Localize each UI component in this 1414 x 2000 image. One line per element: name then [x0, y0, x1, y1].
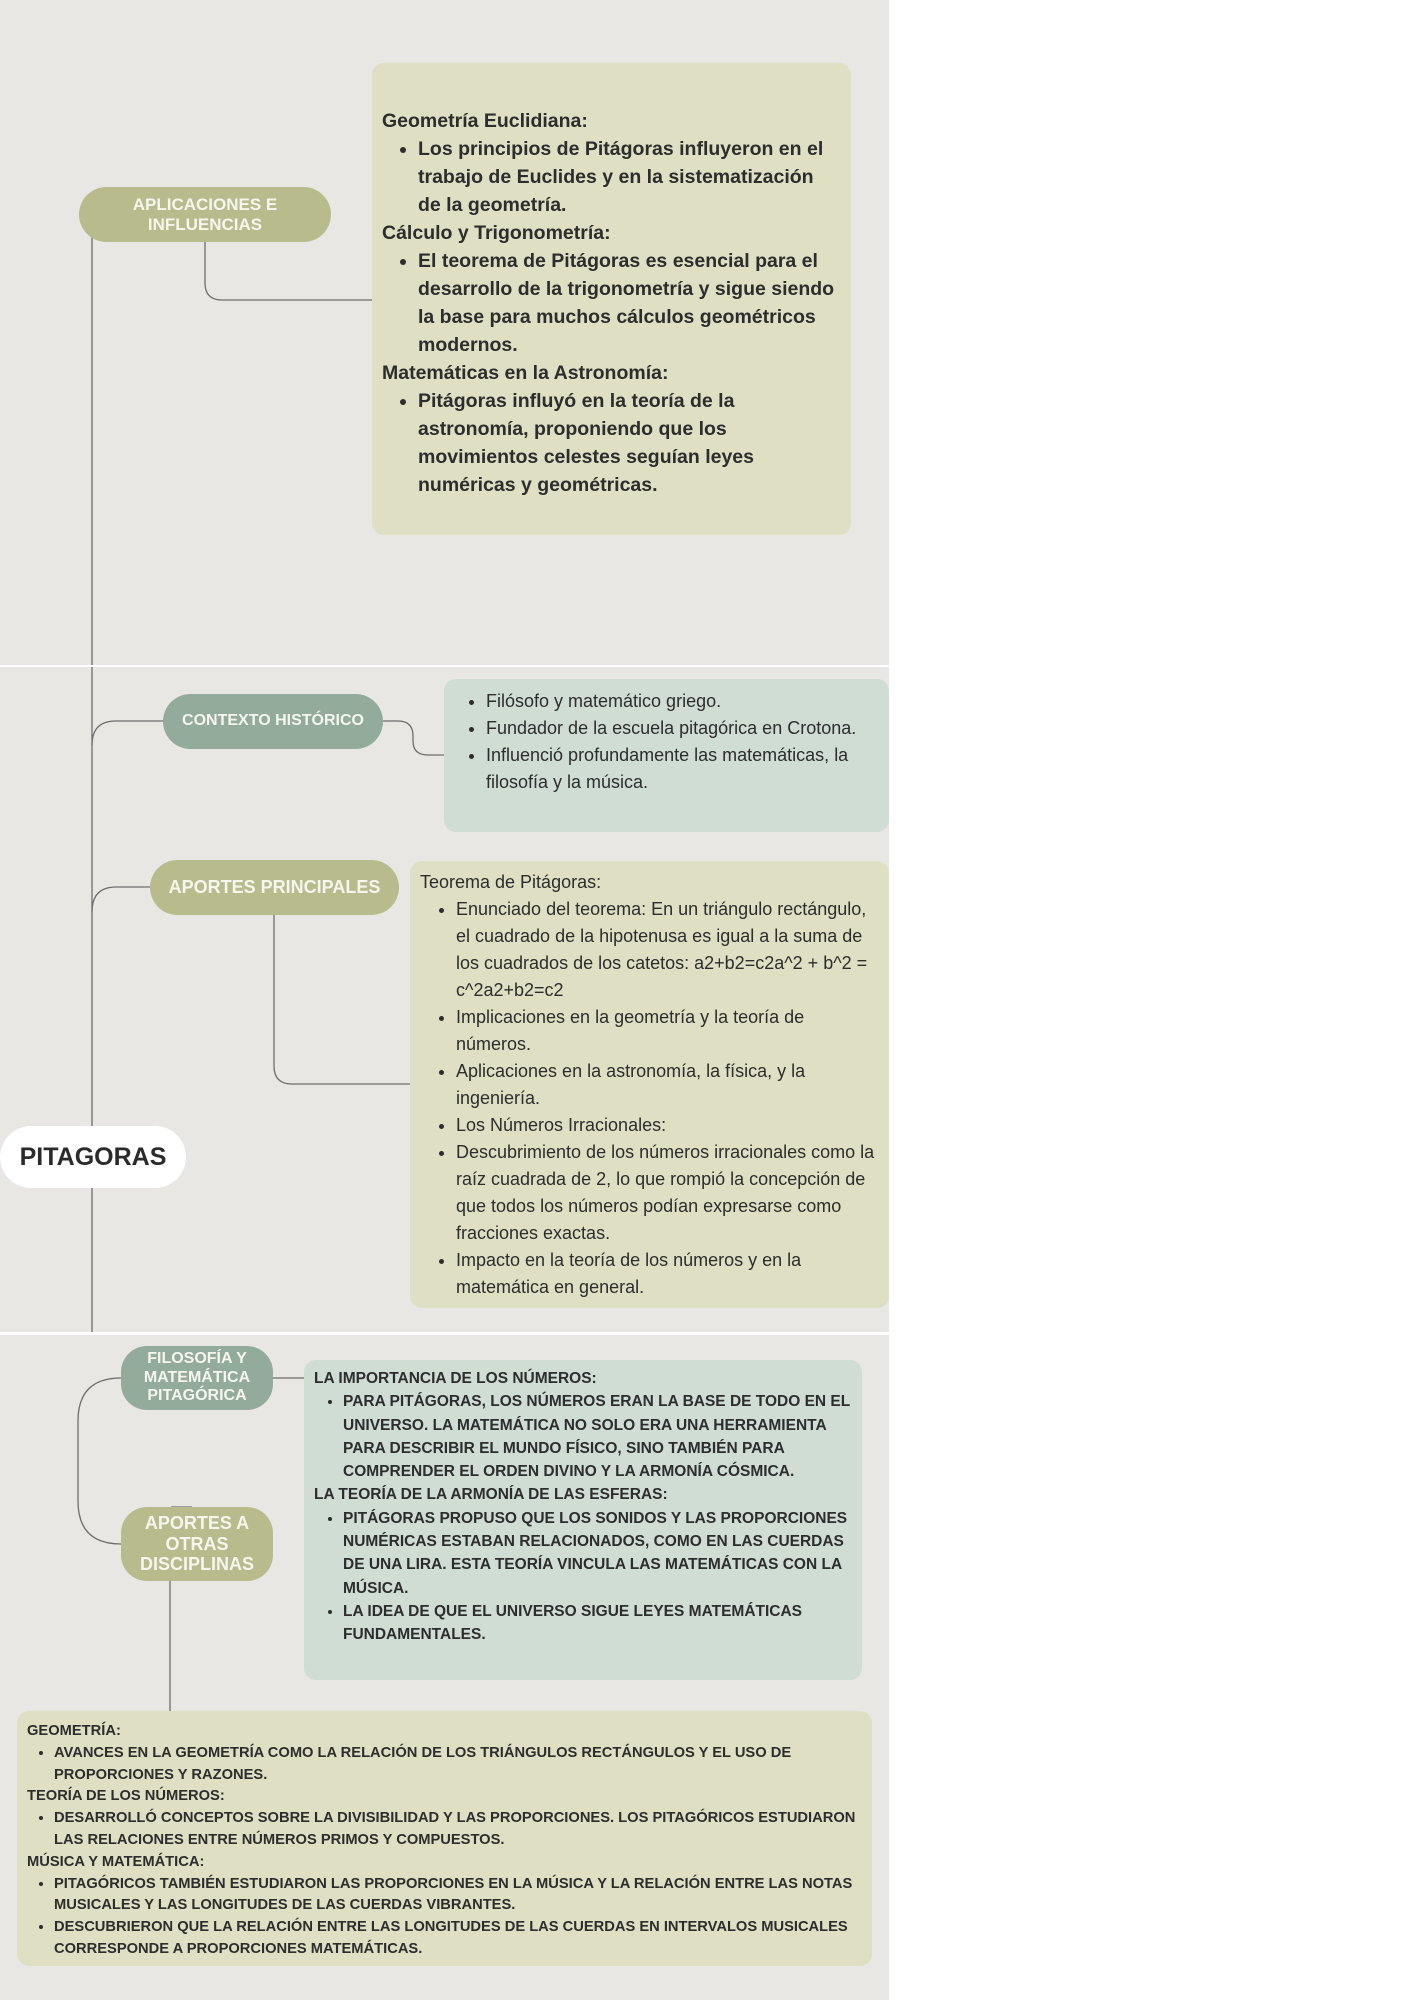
box-filosofia-content: LA IMPORTANCIA DE LOS NÚMEROS: PARA PITÁG…	[314, 1367, 854, 1647]
aplicaciones-section-list: El teorema de Pitágoras es esencial para…	[382, 247, 841, 359]
contexto-list-item: Filósofo y matemático griego.	[486, 688, 875, 715]
filosofia-section-title: LA IMPORTANCIA DE LOS NÚMEROS:	[314, 1370, 597, 1387]
aplicaciones-section-title: Cálculo y Trigonometría:	[382, 222, 611, 244]
filosofia-list-item: PARA PITÁGORAS, LOS NÚMEROS ERAN LA BASE…	[343, 1390, 854, 1483]
aportes-list-item: Enunciado del teorema: En un triángulo r…	[456, 896, 875, 1004]
aplicaciones-section-title: Matemáticas en la Astronomía:	[382, 362, 669, 384]
aplicaciones-list-item: Pitágoras influyó en la teoría de la ast…	[418, 387, 841, 499]
aplicaciones-section-title: Geometría Euclidiana:	[382, 110, 588, 132]
disciplinas-section-title: TEORÍA DE LOS NÚMEROS:	[27, 1788, 225, 1805]
disciplinas-section-title: MÚSICA Y MATEMÁTICA:	[27, 1853, 205, 1870]
filosofia-section-list: PARA PITÁGORAS, LOS NÚMEROS ERAN LA BASE…	[314, 1390, 854, 1483]
node-filosofia[interactable]: FILOSOFÍA Y MATEMÁTICA PITAGÓRICA	[121, 1346, 273, 1410]
contexto-list-item: Influenció profundamente las matemáticas…	[486, 742, 875, 796]
node-aportes-disciplinas[interactable]: APORTES A OTRAS DISCIPLINAS	[121, 1507, 273, 1581]
disciplinas-section-list: DESARROLLÓ CONCEPTOS SOBRE LA DIVISIBILI…	[27, 1808, 864, 1852]
aportes-list-item: Los Números Irracionales:	[456, 1112, 875, 1139]
disciplinas-list-item: DESARROLLÓ CONCEPTOS SOBRE LA DIVISIBILI…	[54, 1808, 864, 1852]
filosofia-list-item: LA IDEA DE QUE EL UNIVERSO SIGUE LEYES M…	[343, 1600, 854, 1647]
filosofia-section-title: LA TEORÍA DE LA ARMONÍA DE LAS ESFERAS:	[314, 1486, 668, 1504]
node-contexto-historico[interactable]: CONTEXTO HISTÓRICO	[163, 694, 383, 749]
disciplinas-section-list: PITAGÓRICOS TAMBIÉN ESTUDIARON LAS PROPO…	[27, 1874, 864, 1961]
box-aplicaciones-content: Geometría Euclidiana: Los principios de P…	[382, 107, 841, 499]
contexto-list-item: Fundador de la escuela pitagórica en Cro…	[486, 715, 875, 742]
connector-lines	[77, 232, 444, 1711]
root-node-pitagoras[interactable]: PITAGORAS	[0, 1126, 186, 1188]
disciplinas-list-item: DESCUBRIERON QUE LA RELACIÓN ENTRE LAS L…	[54, 1917, 864, 1961]
box-aplicaciones: Geometría Euclidiana: Los principios de P…	[372, 63, 851, 535]
box-disciplinas-content: GEOMETRÍA: AVANCES EN LA GEOMETRÍA COMO L…	[27, 1721, 864, 1961]
disciplinas-section-list: AVANCES EN LA GEOMETRÍA COMO LA RELACIÓN…	[27, 1743, 864, 1787]
contexto-list: Filósofo y matemático griego.Fundador de…	[450, 688, 875, 796]
aplicaciones-list-item: El teorema de Pitágoras es esencial para…	[418, 247, 841, 359]
box-disciplinas: GEOMETRÍA: AVANCES EN LA GEOMETRÍA COMO L…	[17, 1711, 872, 1966]
disciplinas-section-title: GEOMETRÍA:	[27, 1723, 121, 1739]
aplicaciones-section-list: Los principios de Pitágoras influyeron e…	[382, 135, 841, 219]
node-aplicaciones[interactable]: APLICACIONES E INFLUENCIAS	[79, 187, 331, 242]
aportes-list-item: Descubrimiento de los números irracional…	[456, 1139, 875, 1247]
box-contexto: Filósofo y matemático griego.Fundador de…	[444, 679, 889, 832]
filosofia-list-item: PITÁGORAS PROPUSO QUE LOS SONIDOS Y LAS …	[343, 1507, 854, 1600]
node-aportes-principales[interactable]: APORTES PRINCIPALES	[150, 860, 399, 915]
aportes-list-item: Aplicaciones en la astronomía, la física…	[456, 1058, 875, 1112]
box-aportes: Teorema de Pitágoras: Enunciado del teor…	[410, 861, 889, 1308]
disciplinas-list-item: PITAGÓRICOS TAMBIÉN ESTUDIARON LAS PROPO…	[54, 1874, 864, 1918]
aplicaciones-list-item: Los principios de Pitágoras influyeron e…	[418, 135, 841, 219]
box-filosofia: LA IMPORTANCIA DE LOS NÚMEROS: PARA PITÁG…	[304, 1360, 862, 1680]
aportes-list-item: Impacto en la teoría de los números y en…	[456, 1247, 875, 1301]
disciplinas-list-item: AVANCES EN LA GEOMETRÍA COMO LA RELACIÓN…	[54, 1743, 864, 1787]
aportes-list: Enunciado del teorema: En un triángulo r…	[420, 896, 875, 1301]
aportes-title: Teorema de Pitágoras:	[420, 872, 602, 892]
filosofia-section-list: PITÁGORAS PROPUSO QUE LOS SONIDOS Y LAS …	[314, 1507, 854, 1647]
aplicaciones-section-list: Pitágoras influyó en la teoría de la ast…	[382, 387, 841, 499]
aportes-list-item: Implicaciones en la geometría y la teorí…	[456, 1004, 875, 1058]
